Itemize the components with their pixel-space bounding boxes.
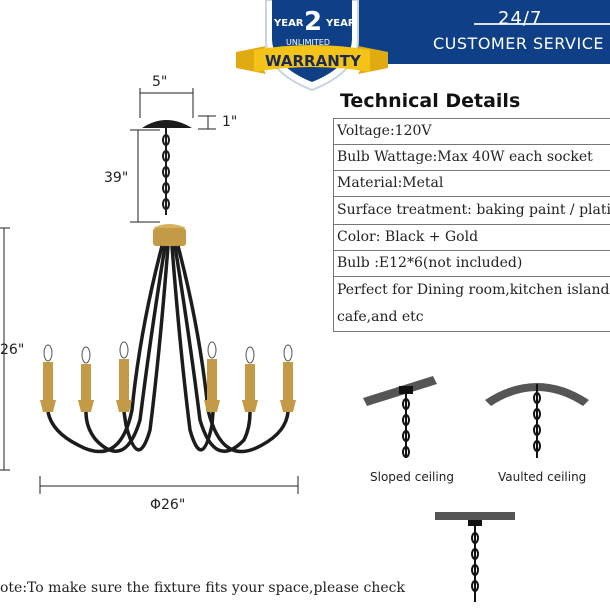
banner-divider bbox=[474, 23, 610, 25]
badge-year-right: YEAR bbox=[325, 18, 356, 29]
chandelier-dimension-diagram bbox=[0, 88, 299, 494]
badge-years-number: 2 bbox=[304, 7, 322, 37]
banner-support-hours: 24/7 bbox=[498, 8, 543, 29]
ceiling-types-diagram bbox=[363, 376, 589, 602]
candle-sockets-icon bbox=[40, 341, 296, 412]
spec-row: Material:Metal bbox=[333, 171, 610, 197]
spec-row: Surface treatment: baking paint / platin… bbox=[333, 197, 610, 225]
spec-row: Bulb Wattage:Max 40W each socket bbox=[333, 145, 610, 171]
chain-icon bbox=[162, 128, 170, 215]
diameter-label: Φ26" bbox=[150, 497, 186, 513]
badge-year-left: YEAR bbox=[273, 18, 304, 29]
badge-unlimited: UNLIMITED bbox=[286, 38, 330, 47]
sloped-ceiling-caption: Sloped ceiling bbox=[370, 470, 454, 484]
chandelier-arms-icon bbox=[46, 245, 290, 454]
spec-row: cafe,and etc bbox=[333, 304, 610, 332]
chain-length-label: 39" bbox=[104, 170, 129, 186]
technical-details-table: Voltage:120V Bulb Wattage:Max 40W each s… bbox=[333, 118, 610, 332]
canopy-height-label: 1" bbox=[222, 114, 238, 130]
badge-warranty: WARRANTY bbox=[265, 52, 362, 70]
canopy-icon bbox=[142, 120, 192, 128]
canopy-width-label: 5" bbox=[152, 74, 168, 90]
vaulted-ceiling-icon bbox=[485, 383, 589, 458]
technical-details-title: Technical Details bbox=[340, 90, 521, 112]
vaulted-ceiling-caption: Vaulted ceiling bbox=[498, 470, 587, 484]
sloped-ceiling-icon bbox=[363, 376, 437, 458]
flat-ceiling-icon bbox=[435, 512, 515, 602]
fit-note: ote:To make sure the fixture fits your s… bbox=[0, 580, 405, 596]
spec-row: Perfect for Dining room,kitchen island, bbox=[333, 277, 610, 304]
banner-customer-service: CUSTOMER SERVICE bbox=[433, 34, 604, 53]
fixture-height-label: 26" bbox=[0, 342, 25, 358]
spec-row: Voltage:120V bbox=[333, 119, 610, 145]
spec-row: Color: Black + Gold bbox=[333, 225, 610, 251]
warranty-badge-icon: YEAR 2 YEAR UNLIMITED WARRANTY bbox=[236, 0, 388, 92]
spec-row: Bulb :E12*6(not included) bbox=[333, 251, 610, 277]
